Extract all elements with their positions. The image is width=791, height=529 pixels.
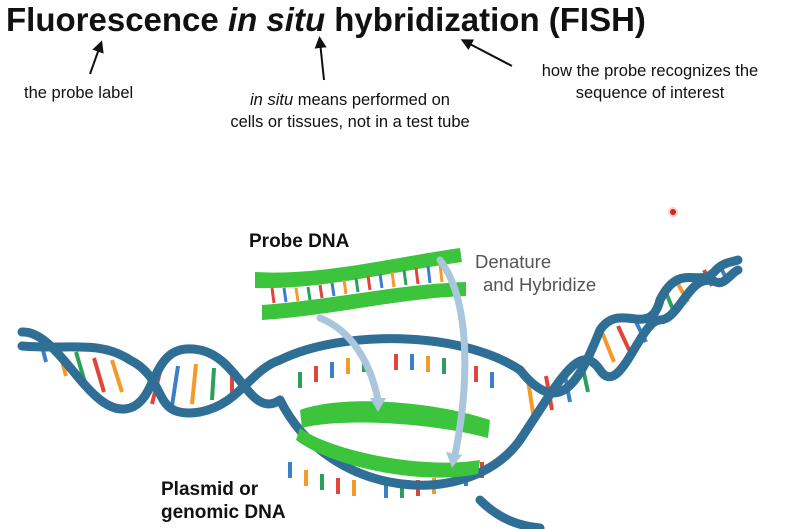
label-probe-dna: Probe DNA — [249, 231, 350, 252]
annotation-probe-label: the probe label — [24, 82, 184, 104]
annotation-in-situ-italic: in situ — [250, 91, 294, 109]
cursor-pointer-icon — [668, 207, 678, 217]
label-denature-line-1: Denature — [475, 251, 552, 272]
annotation-in-situ-rest: means performed on — [293, 91, 450, 109]
annotation-in-situ-line-1: in situ means performed on — [190, 89, 510, 111]
annotation-recognition: how the probe recognizes the sequence of… — [495, 60, 791, 104]
pointer-arrow-in-situ — [314, 36, 327, 81]
page-title: Fluorescence in situ hybridization (FISH… — [6, 0, 786, 40]
label-genomic-line-2: genomic DNA — [161, 502, 286, 523]
annotation-recognition-line-1: how the probe recognizes the — [541, 62, 759, 80]
annotation-probe-label-text: the probe label — [24, 84, 134, 102]
label-denature-line-2: and Hybridize — [483, 274, 597, 295]
pointer-arrow-recognition — [460, 39, 513, 67]
title-part-2-italic: in situ — [227, 1, 326, 38]
title-part-1: Fluorescence — [6, 1, 228, 38]
hybridize-arrows — [316, 256, 469, 459]
annotation-in-situ: in situ means performed on cells or tiss… — [190, 89, 510, 133]
annotation-in-situ-line-2: cells or tissues, not in a test tube — [230, 113, 470, 131]
label-genomic-dna: Plasmid or genomic DNA — [161, 478, 286, 524]
annotation-recognition-line-2: sequence of interest — [575, 84, 725, 102]
pointer-arrow-probe-label — [89, 40, 104, 75]
probe-dna — [255, 248, 466, 320]
label-genomic-line-1: Plasmid or — [161, 479, 259, 500]
title-part-3: hybridization (FISH) — [325, 1, 646, 38]
hybridized-probe — [300, 401, 490, 438]
label-denature-hybridize: Denature and Hybridize — [475, 250, 596, 296]
